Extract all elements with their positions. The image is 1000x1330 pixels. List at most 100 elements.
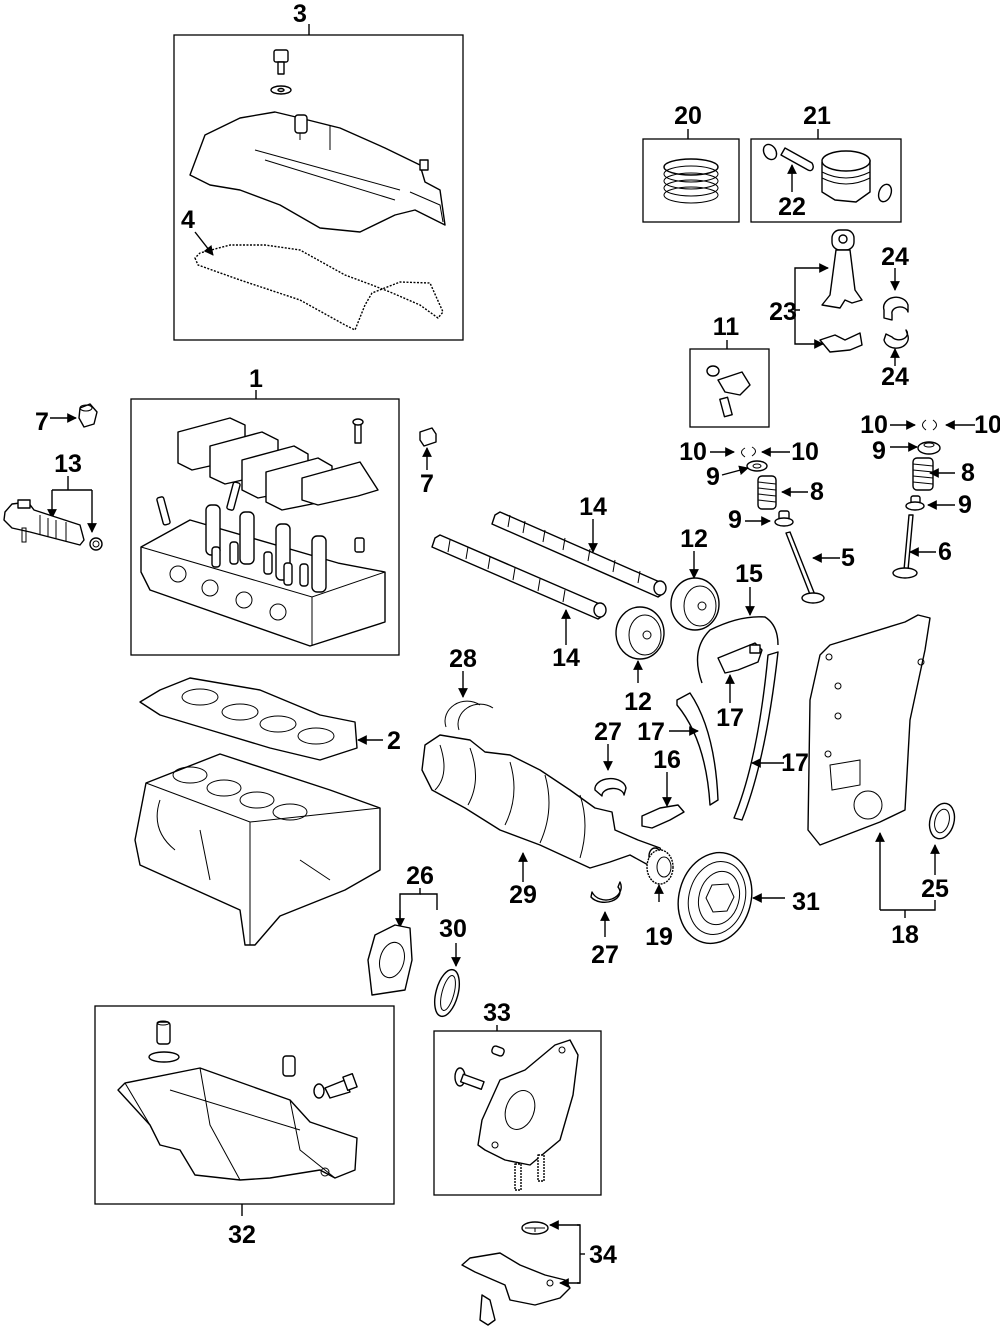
drain-bolt-icon [148, 1020, 358, 1099]
callout-8-right[interactable]: 8 [961, 459, 975, 487]
oil-strainer-icon [461, 1252, 571, 1326]
callout-29[interactable]: 29 [509, 881, 537, 909]
sensor-right-group: 7 [419, 427, 437, 498]
callout-3[interactable]: 3 [293, 0, 307, 28]
callout-7-right[interactable]: 7 [420, 470, 434, 498]
callout-24-top[interactable]: 24 [881, 243, 909, 271]
callout-28[interactable]: 28 [449, 645, 477, 673]
callout-17-left[interactable]: 17 [637, 718, 665, 746]
callout-9-left-b[interactable]: 9 [728, 506, 742, 534]
callout-34[interactable]: 34 [589, 1241, 617, 1269]
rear-seal-retainer-icon [367, 924, 413, 996]
piston-rings-icon [663, 158, 719, 204]
crank-sensor-group: 16 [641, 746, 685, 829]
pump-springs-icon [514, 1154, 545, 1191]
chain-tensioner-icon [717, 642, 763, 674]
oil-pan-icon [117, 1067, 358, 1181]
callout-12-top[interactable]: 12 [680, 525, 708, 553]
callout-27-top[interactable]: 27 [594, 718, 622, 746]
intake-valve-train-group: 10 10 9 8 9 5 [679, 438, 855, 604]
oil-pump-group: 33 [433, 999, 602, 1196]
callout-4[interactable]: 4 [181, 206, 195, 234]
callout-24-bottom[interactable]: 24 [881, 363, 909, 391]
head-gasket-icon [139, 677, 358, 761]
callout-17-tensioner[interactable]: 17 [716, 704, 744, 732]
rear-seal-group: 26 30 [367, 862, 467, 1018]
timing-chain-group: 15 17 17 17 [637, 560, 809, 821]
head-gasket-group: 2 [139, 677, 401, 761]
callout-23[interactable]: 23 [769, 298, 797, 326]
valve-spring-icon [757, 475, 777, 510]
crank-pulley-group: 31 [677, 851, 820, 945]
crank-sprocket-icon [646, 849, 674, 885]
sensor-plug-icon [419, 427, 437, 447]
sensor-plug-icon [78, 403, 98, 428]
callout-9-left-a[interactable]: 9 [706, 463, 720, 491]
main-bearing-upper-icon [594, 777, 627, 797]
cam-sprockets-group: 12 12 [615, 525, 720, 716]
connecting-rod-group: 23 24 24 [769, 229, 909, 391]
callout-33[interactable]: 33 [483, 999, 511, 1027]
valve-cover-gasket-icon [194, 244, 444, 331]
cam-sprocket-upper-icon [670, 577, 720, 631]
chain-guide-left-icon [676, 692, 719, 806]
valve-cover-group: 3 4 [173, 0, 464, 341]
callout-2[interactable]: 2 [387, 727, 401, 755]
piston-icon [762, 143, 893, 203]
callout-20[interactable]: 20 [674, 102, 702, 130]
callout-11[interactable]: 11 [713, 313, 740, 341]
crank-pulley-icon [677, 851, 753, 945]
callout-13[interactable]: 13 [54, 450, 82, 478]
callout-5[interactable]: 5 [841, 544, 855, 572]
camshaft-caps-icon [177, 417, 379, 511]
callout-8-left[interactable]: 8 [810, 478, 824, 506]
rod-bearing-lower-icon [883, 329, 909, 349]
oil-pump-icon [477, 1039, 579, 1166]
callout-1[interactable]: 1 [249, 365, 263, 393]
callout-10-left-a[interactable]: 10 [679, 438, 707, 466]
callout-9-right-b[interactable]: 9 [958, 491, 972, 519]
main-bearing-lower-icon [590, 881, 622, 903]
callout-21[interactable]: 21 [803, 102, 831, 130]
spring-retainer-icon [917, 441, 941, 455]
sensor-left-group: 7 13 [3, 403, 103, 551]
callout-30[interactable]: 30 [439, 915, 467, 943]
callout-32[interactable]: 32 [228, 1221, 256, 1249]
callout-10-right-b[interactable]: 10 [974, 411, 1000, 439]
callout-19[interactable]: 19 [645, 923, 673, 951]
callout-9-right-a[interactable]: 9 [872, 437, 886, 465]
camshafts-group: 14 14 [431, 493, 667, 672]
oil-pump-bolt-icon [454, 1045, 505, 1090]
crank-sprocket-group: 19 [645, 849, 674, 951]
valve-cover-kit-box [173, 34, 464, 341]
cylinder-head-group: 1 [130, 365, 400, 656]
callout-12-bottom[interactable]: 12 [624, 688, 652, 716]
cam-sprocket-lower-icon [615, 606, 665, 660]
crankshaft-group: 29 [421, 734, 666, 909]
callout-17-right[interactable]: 17 [781, 749, 809, 777]
callout-26[interactable]: 26 [406, 862, 434, 890]
callout-25[interactable]: 25 [921, 875, 949, 903]
callout-18[interactable]: 18 [891, 921, 919, 949]
callout-6[interactable]: 6 [938, 538, 952, 566]
valve-cover-bolt-icon [270, 49, 292, 95]
valve-seal-icon [774, 510, 794, 527]
callout-22[interactable]: 22 [778, 193, 806, 221]
spring-retainer-icon [746, 460, 768, 472]
valve-seal-icon [905, 495, 925, 511]
timing-cover-icon [807, 614, 931, 846]
callout-14-top[interactable]: 14 [579, 493, 607, 521]
callout-27-bottom[interactable]: 27 [591, 941, 619, 969]
valve-spring-icon [912, 457, 934, 491]
callout-14-bottom[interactable]: 14 [552, 644, 580, 672]
oil-control-valve-icon [3, 499, 103, 551]
front-seal-icon [928, 802, 956, 840]
callout-7-left[interactable]: 7 [35, 408, 49, 436]
callout-31[interactable]: 31 [792, 888, 820, 916]
callout-16[interactable]: 16 [653, 746, 681, 774]
callout-10-right-a[interactable]: 10 [860, 411, 888, 439]
strainer-gasket-icon [521, 1221, 549, 1235]
callout-15[interactable]: 15 [735, 560, 763, 588]
callout-10-left-b[interactable]: 10 [791, 438, 819, 466]
oil-pan-kit-box [94, 1005, 395, 1205]
